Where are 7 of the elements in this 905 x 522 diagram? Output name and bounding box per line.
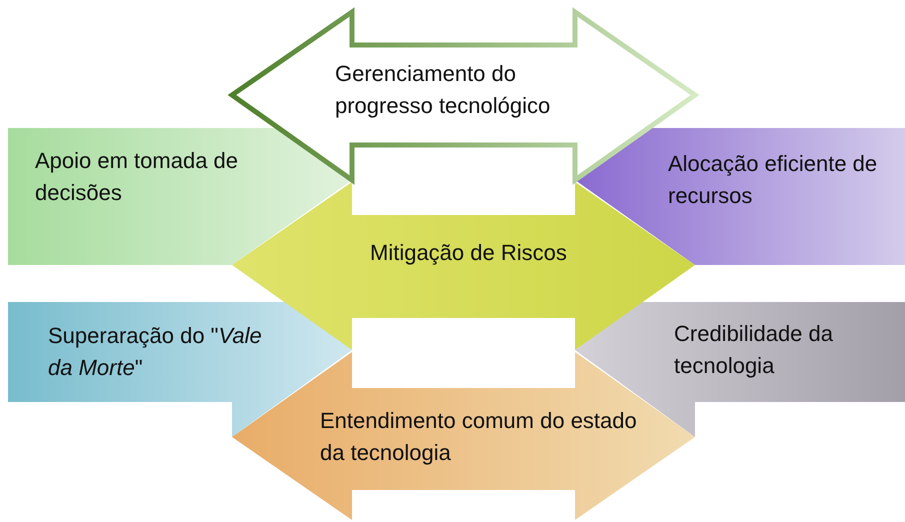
shape-label: Alocação eficiente de recursos	[668, 150, 878, 210]
shape-label: Mitigação de Riscos	[370, 239, 568, 267]
shape-label: Superaração do "Vale da Morte"	[48, 322, 263, 382]
shape-label: Entendimento comum do estado da tecnologia	[320, 407, 638, 467]
shape-label: Credibilidade da tecnologia	[674, 320, 834, 380]
shape-label: Apoio em tomada de decisões	[35, 147, 240, 207]
shape-label: Gerenciamento do progresso tecnológico	[335, 60, 552, 120]
